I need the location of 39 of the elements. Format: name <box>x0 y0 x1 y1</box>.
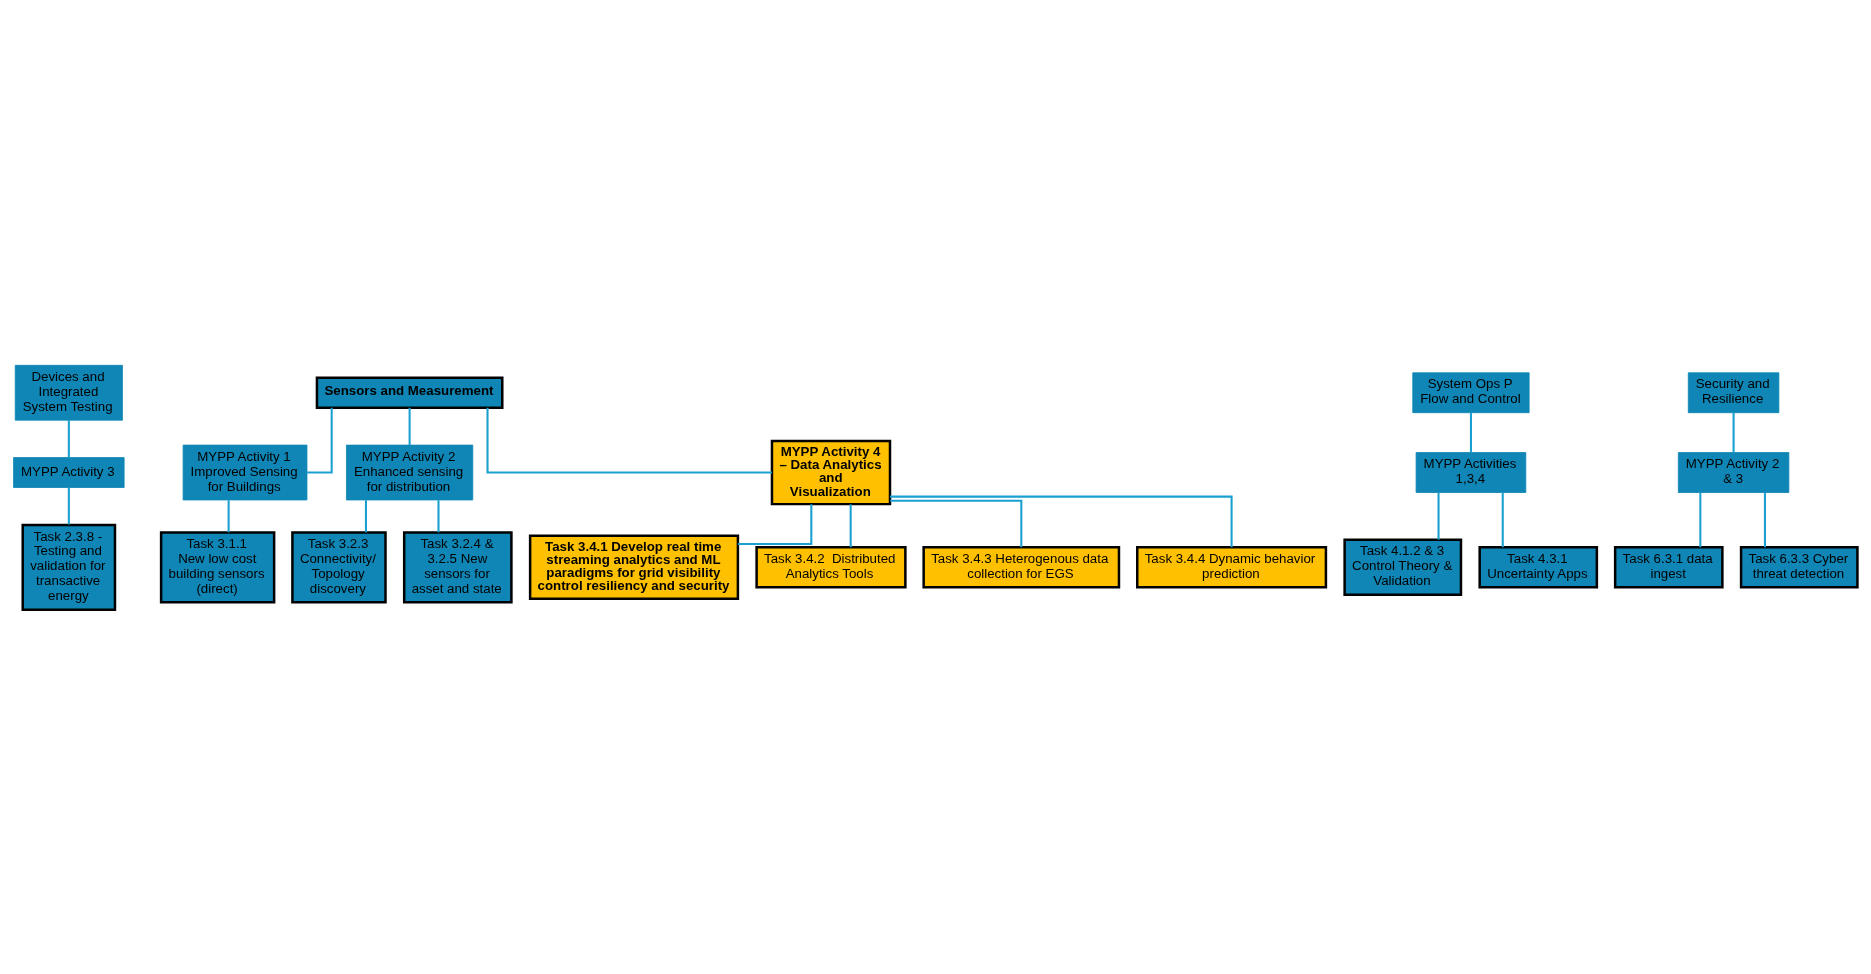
node-box: Task 3.4.3 Heterogenous data collection for EGS <box>922 545 1121 588</box>
node-box: Task 4.1.2 & 3 Control Theory & Validation <box>1343 538 1463 596</box>
node-box: Sensors and Measurement <box>315 376 504 409</box>
node-box: MYPP Activity 2 & 3 <box>1677 451 1790 493</box>
node-box: Security and Resilience <box>1687 371 1780 413</box>
connector <box>67 419 70 457</box>
node-box: MYPP Activity 3 <box>13 456 125 488</box>
connector <box>1763 492 1766 547</box>
connector <box>737 503 813 545</box>
node-box: Task 2.3.8 - Testing and validation for transactive energy <box>21 523 117 611</box>
connector <box>1699 492 1702 547</box>
connector <box>408 407 411 445</box>
node-box: Task 3.2.3 Connectivity/ Topology discovery <box>291 530 387 603</box>
node-box: Task 3.4.2 Distributed Analytics Tools <box>755 545 907 588</box>
connector <box>1469 412 1472 452</box>
node-box: MYPP Activity 2 Enhanced sensing for distribution <box>346 444 474 500</box>
connector <box>364 499 367 532</box>
node-box: Devices and Integrated System Testing <box>14 364 123 421</box>
node-box: Task 3.1.1 New low cost building sensors (direct) <box>159 530 276 603</box>
connector <box>890 495 1233 547</box>
node-box: Task 3.4.1 Develop real time streaming analytics and ML paradigms for grid visibility control resiliency and security <box>528 533 740 600</box>
node-box: Task 6.3.1 data ingest <box>1613 545 1724 588</box>
connector <box>1437 492 1440 540</box>
node-box: MYPP Activity 1 Improved Sensing for Buildings <box>182 444 308 500</box>
node-box: Task 4.3.1 Uncertainty Apps <box>1478 545 1599 588</box>
node-box: MYPP Activity 4 – Data Analytics and Visualization <box>770 439 892 505</box>
connector <box>67 487 70 524</box>
connector <box>437 499 440 532</box>
connector <box>1501 492 1504 547</box>
connector <box>486 407 772 474</box>
connector <box>890 499 1023 547</box>
connector <box>227 499 230 532</box>
node-box: Task 3.4.4 Dynamic behavior prediction <box>1136 545 1328 588</box>
node-box: System Ops P Flow and Control <box>1412 371 1530 413</box>
node-box: Task 6.3.3 Cyber threat detection <box>1739 545 1859 588</box>
connector <box>849 503 852 547</box>
connector <box>1732 412 1735 452</box>
node-box: Task 3.2.4 & 3.2.5 New sensors for asset and state <box>402 530 513 603</box>
node-box: MYPP Activities 1,3,4 <box>1415 451 1527 493</box>
